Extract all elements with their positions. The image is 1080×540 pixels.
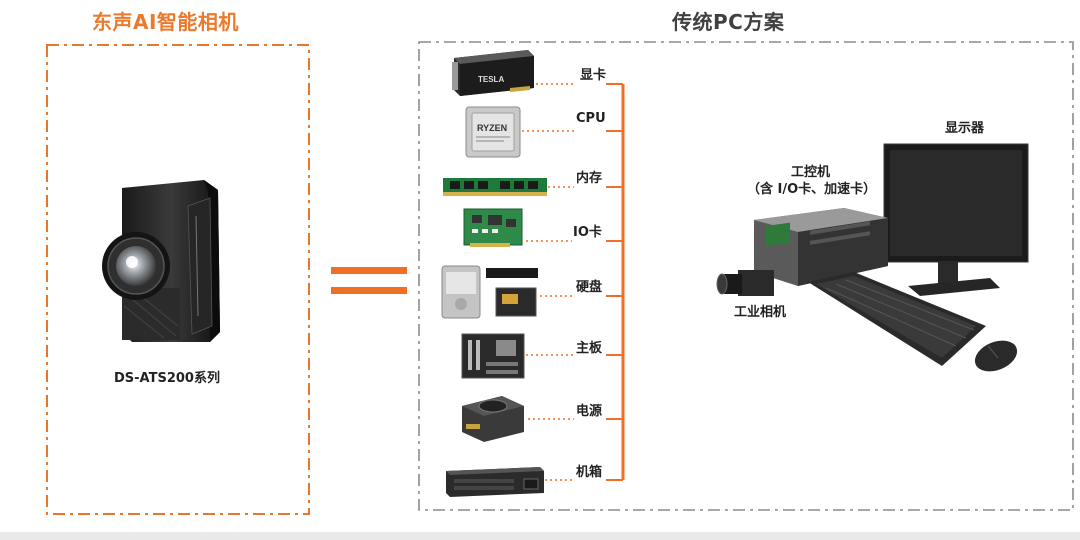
smart-camera-model-label: DS-ATS200系列 bbox=[114, 371, 220, 386]
pc-solution-title: 传统PC方案 bbox=[672, 10, 785, 34]
equals-sign-bottom bbox=[331, 287, 407, 294]
component-label-cpu: CPU bbox=[576, 111, 606, 126]
smart-camera-icon bbox=[102, 180, 220, 342]
power-supply-icon bbox=[462, 396, 524, 442]
smart-camera-frame bbox=[46, 44, 310, 515]
svg-text:TESLA: TESLA bbox=[478, 75, 504, 84]
equals-sign-top bbox=[331, 267, 407, 274]
component-label-chassis: 机箱 bbox=[576, 465, 603, 480]
monitor-label: 显示器 bbox=[945, 121, 985, 136]
memory-module-icon bbox=[443, 178, 547, 196]
pc-solution-frame bbox=[418, 41, 1074, 511]
industrial-pc-icon bbox=[754, 208, 888, 286]
industrial-camera-label: 工业相机 bbox=[734, 305, 787, 320]
keyboard-icon bbox=[808, 272, 986, 366]
industrial-camera-icon bbox=[716, 270, 774, 296]
motherboard-icon bbox=[461, 333, 525, 379]
smart-camera-title: 东声AI智能相机 bbox=[92, 10, 239, 34]
svg-text:RYZEN: RYZEN bbox=[477, 123, 507, 133]
io-card-icon bbox=[463, 208, 523, 247]
graphics-card-icon: TESLA bbox=[452, 50, 534, 96]
component-label-io-card: IO卡 bbox=[573, 225, 602, 240]
mouse-icon bbox=[974, 340, 1018, 372]
component-label-graphics-card: 显卡 bbox=[580, 68, 607, 83]
industrial-pc-sublabel: （含 I/O卡、加速卡） bbox=[747, 182, 877, 197]
component-label-power-supply: 电源 bbox=[576, 404, 603, 419]
component-label-memory: 内存 bbox=[576, 171, 603, 186]
server-chassis-icon bbox=[446, 467, 544, 497]
industrial-pc-label: 工控机 bbox=[791, 165, 831, 180]
cpu-icon: RYZEN bbox=[465, 106, 521, 158]
hard-disk-icon bbox=[441, 265, 538, 319]
monitor-icon bbox=[883, 143, 1029, 296]
component-label-hard-disk: 硬盘 bbox=[576, 280, 603, 295]
component-label-motherboard: 主板 bbox=[576, 341, 603, 356]
bottom-strip bbox=[0, 532, 1080, 540]
